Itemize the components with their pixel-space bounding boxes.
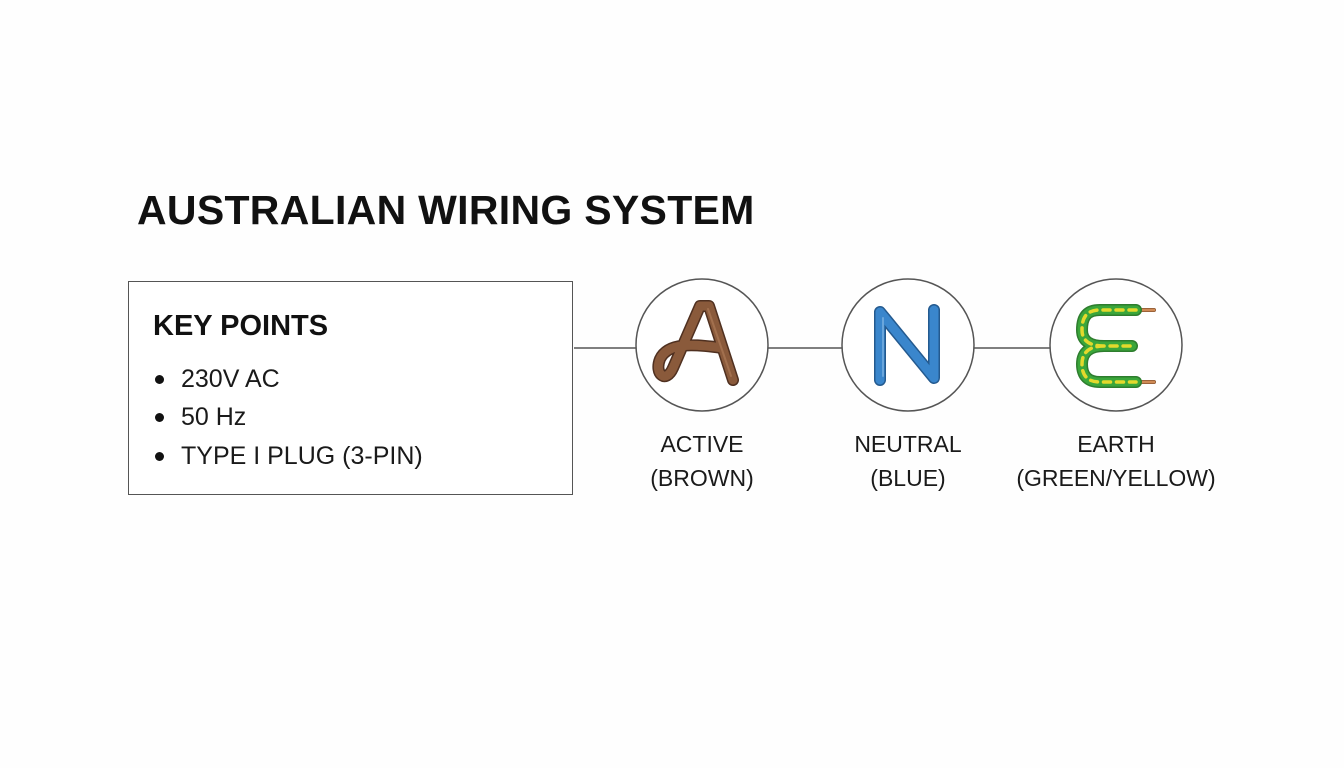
neutral-wire-color: (BLUE) — [870, 465, 946, 491]
key-points-box: KEY POINTS 230V AC 50 Hz TYPE I PLUG (3-… — [128, 281, 573, 495]
neutral-wire-label: NEUTRAL (BLUE) — [788, 427, 1028, 495]
key-point-plug-type: TYPE I PLUG (3-PIN) — [181, 441, 423, 470]
key-points-list: 230V AC 50 Hz TYPE I PLUG (3-PIN) — [153, 360, 423, 476]
letter-e-wire-icon — [1076, 304, 1156, 388]
earth-wire-label: EARTH (GREEN/YELLOW) — [996, 427, 1236, 495]
list-item: 230V AC — [153, 360, 423, 399]
letter-n-wire-icon — [874, 304, 940, 386]
bullet-icon — [155, 374, 164, 384]
neutral-wire-name: NEUTRAL — [854, 431, 962, 457]
earth-wire-name: EARTH — [1077, 431, 1155, 457]
active-wire-label: ACTIVE (BROWN) — [582, 427, 822, 495]
active-wire-color: (BROWN) — [650, 465, 754, 491]
bullet-icon — [155, 451, 164, 461]
key-point-voltage: 230V AC — [181, 364, 280, 393]
key-point-frequency: 50 Hz — [181, 403, 247, 432]
letter-a-wire-icon — [652, 300, 739, 386]
earth-wire-color: (GREEN/YELLOW) — [1016, 465, 1216, 491]
diagram-title: AUSTRALIAN WIRING SYSTEM — [137, 187, 755, 233]
list-item: TYPE I PLUG (3-PIN) — [153, 437, 423, 476]
list-item: 50 Hz — [153, 399, 423, 438]
key-points-heading: KEY POINTS — [153, 310, 329, 342]
active-wire-name: ACTIVE — [660, 431, 744, 457]
bullet-icon — [155, 413, 164, 423]
